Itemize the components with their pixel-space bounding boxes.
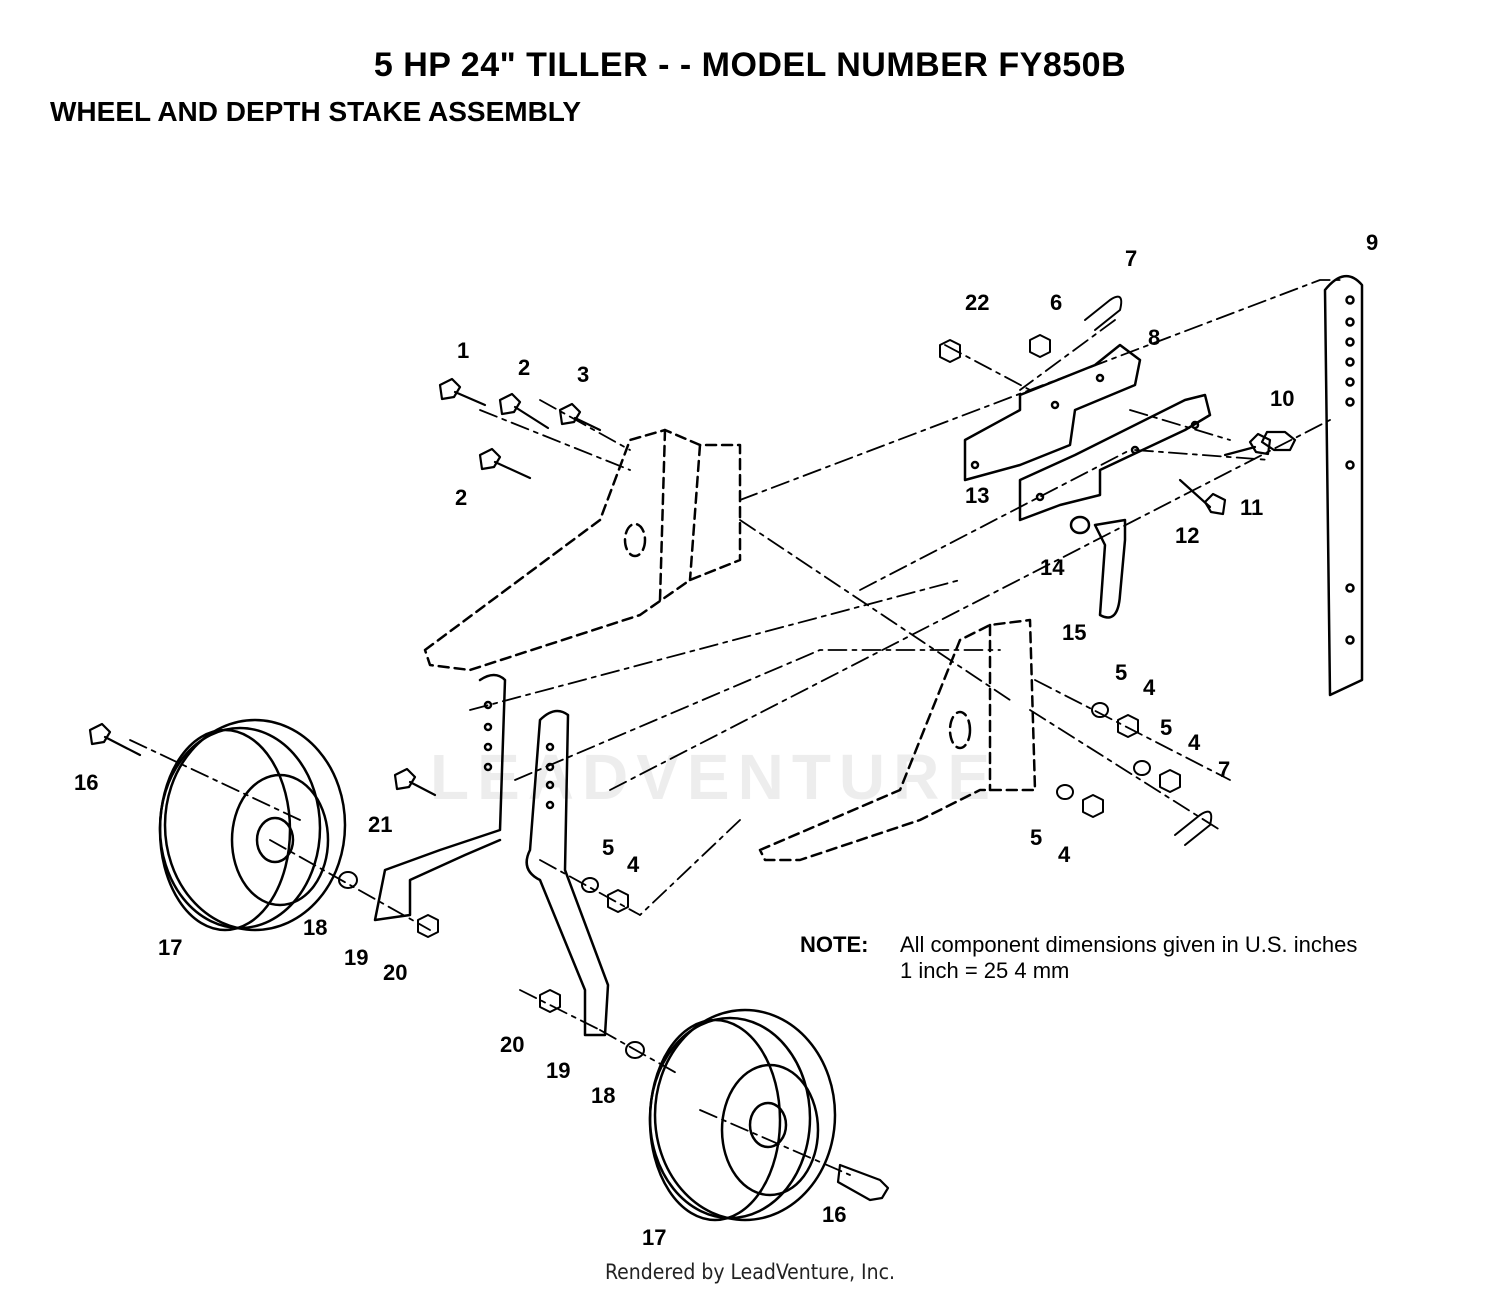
note-label: NOTE: <box>800 932 869 957</box>
callout-5: 5 <box>1160 715 1172 740</box>
callout-11: 11 <box>1240 495 1263 520</box>
callout-20: 20 <box>383 960 407 985</box>
callout-7: 7 <box>1218 757 1230 782</box>
callout-2: 2 <box>455 485 467 510</box>
callout-5: 5 <box>1030 825 1042 850</box>
wheel-bracket-left <box>373 673 507 922</box>
diagram-title: 5 HP 24" TILLER - - MODEL NUMBER FY850B <box>373 46 1127 84</box>
callout-2: 2 <box>518 355 530 380</box>
callout-19: 19 <box>344 945 368 970</box>
depth-stake-bracket-upper <box>963 343 1142 482</box>
callout-5: 5 <box>1115 660 1127 685</box>
nuts-washers <box>338 334 1181 1059</box>
callout-20: 20 <box>500 1032 524 1057</box>
wheel-left <box>158 718 347 932</box>
callout-13: 13 <box>965 483 989 508</box>
callout-16: 16 <box>74 770 98 795</box>
callout-4: 4 <box>1188 730 1201 755</box>
alignment-lines <box>129 279 1346 1176</box>
callout-4: 4 <box>627 852 640 877</box>
callout-10: 10 <box>1270 386 1294 411</box>
render-credit: Rendered by LeadVenture, Inc. <box>605 1260 895 1284</box>
lock-pin <box>1069 515 1127 619</box>
callout-5: 5 <box>602 835 614 860</box>
callout-17: 17 <box>158 935 182 960</box>
callout-4: 4 <box>1143 675 1156 700</box>
right-frame-bracket <box>758 618 1037 862</box>
callout-8: 8 <box>1148 325 1160 350</box>
callout-16: 16 <box>822 1202 846 1227</box>
note-text: All component dimensions given in U.S. i… <box>900 932 1357 984</box>
note-line-conversion: 1 inch = 25 4 mm <box>900 958 1070 983</box>
callout-15: 15 <box>1062 620 1086 645</box>
diagram-subtitle: WHEEL AND DEPTH STAKE ASSEMBLY <box>50 96 582 127</box>
callout-17: 17 <box>642 1225 666 1250</box>
callout-19: 19 <box>546 1058 570 1083</box>
callout-9: 9 <box>1366 230 1378 255</box>
callout-14: 14 <box>1040 555 1065 580</box>
callout-12: 12 <box>1175 523 1199 548</box>
hairpin-clips <box>1084 295 1213 846</box>
callout-18: 18 <box>591 1083 615 1108</box>
callout-21: 21 <box>368 812 392 837</box>
callout-6: 6 <box>1050 290 1062 315</box>
note-line-dimensions: All component dimensions given in U.S. i… <box>900 932 1358 957</box>
depth-stake-bar <box>1323 275 1364 697</box>
wheel-bracket-right <box>525 709 610 1037</box>
callout-labels: 1 2 3 2 22 6 7 8 9 10 11 12 13 14 15 5 4… <box>74 230 1378 1250</box>
callout-1: 1 <box>457 338 469 363</box>
callout-7: 7 <box>1125 246 1137 271</box>
depth-stake-bracket-lower <box>1018 393 1212 522</box>
wheel-right <box>648 1008 837 1222</box>
callout-22: 22 <box>965 290 989 315</box>
bolts <box>88 377 1297 1202</box>
left-frame-bracket <box>423 428 742 672</box>
callout-4: 4 <box>1058 842 1071 867</box>
callout-18: 18 <box>303 915 327 940</box>
callout-3: 3 <box>577 362 589 387</box>
